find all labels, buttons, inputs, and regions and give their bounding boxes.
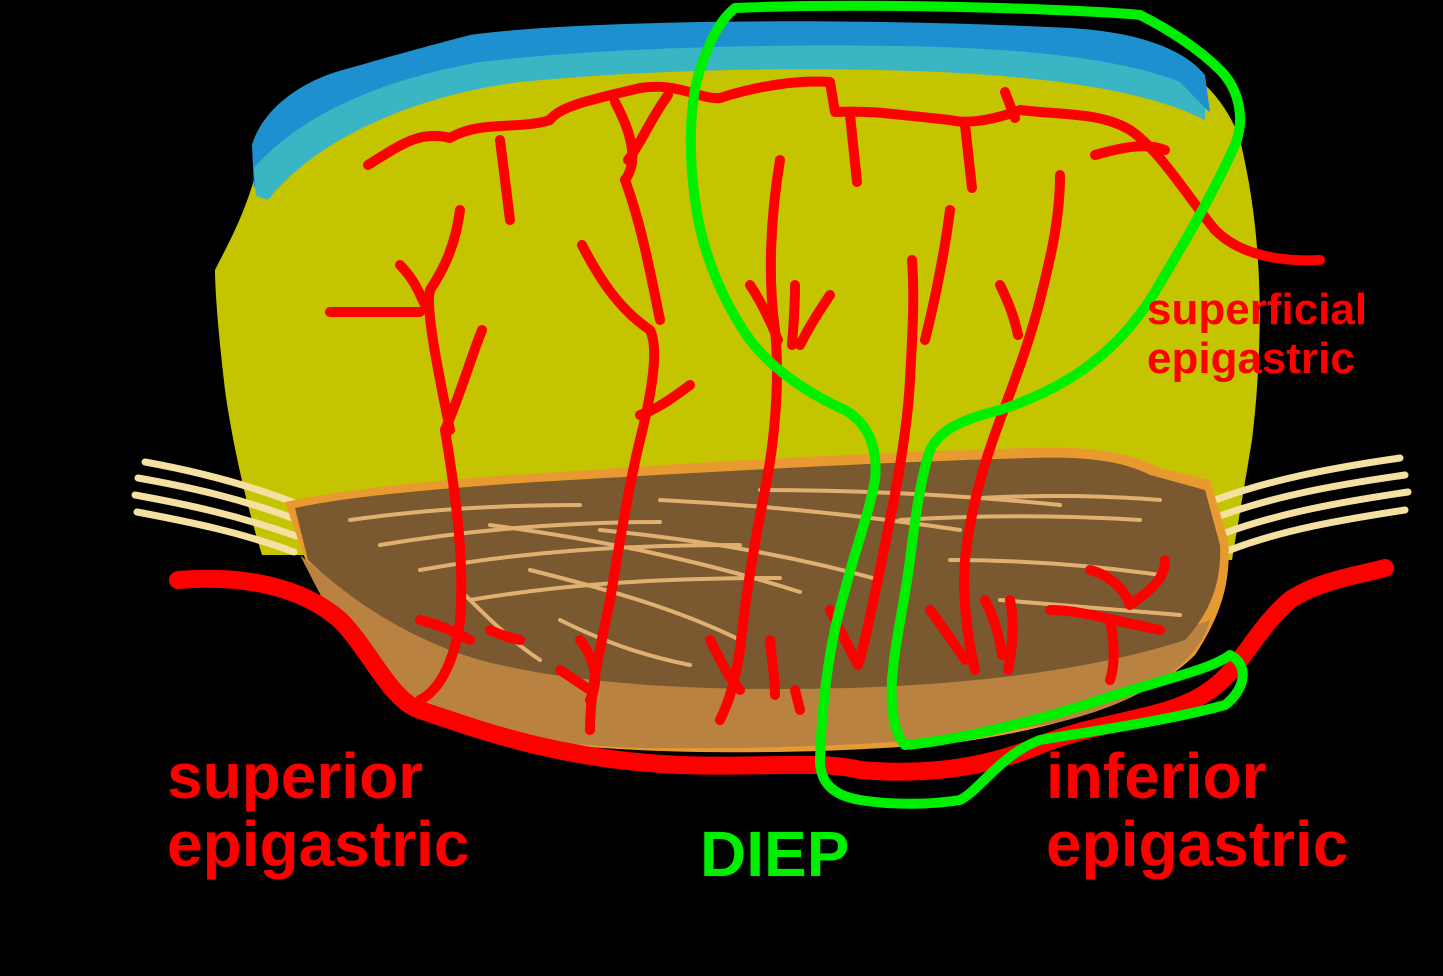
label-superficial-epigastric: superficial epigastric: [1147, 285, 1367, 383]
skin-inner-layer: [254, 45, 1205, 201]
label-superior-line2: epigastric: [167, 808, 470, 880]
label-superior-epigastric: superior epigastric: [167, 742, 469, 878]
tendons-right: [1211, 454, 1412, 554]
label-superior-line1: superior: [167, 740, 424, 812]
label-superficial-line2: epigastric: [1147, 334, 1355, 383]
label-diep-text: DIEP: [700, 818, 850, 890]
diep-flap-outline: [685, 0, 1248, 809]
label-inferior-line1: inferior: [1046, 740, 1267, 812]
perforator-vessels: [325, 76, 1325, 735]
label-inferior-line2: epigastric: [1046, 808, 1349, 880]
skin-outer-layer: [252, 21, 1210, 188]
label-diep: DIEP: [700, 818, 849, 890]
rectus-muscle-lower: [300, 555, 1210, 749]
tendons-left: [131, 458, 304, 556]
label-superficial-line1: superficial: [1147, 285, 1368, 334]
superior-inferior-epigastric-artery: [169, 559, 1394, 781]
label-inferior-epigastric: inferior epigastric: [1046, 742, 1348, 878]
muscle-fibers: [348, 488, 1182, 667]
